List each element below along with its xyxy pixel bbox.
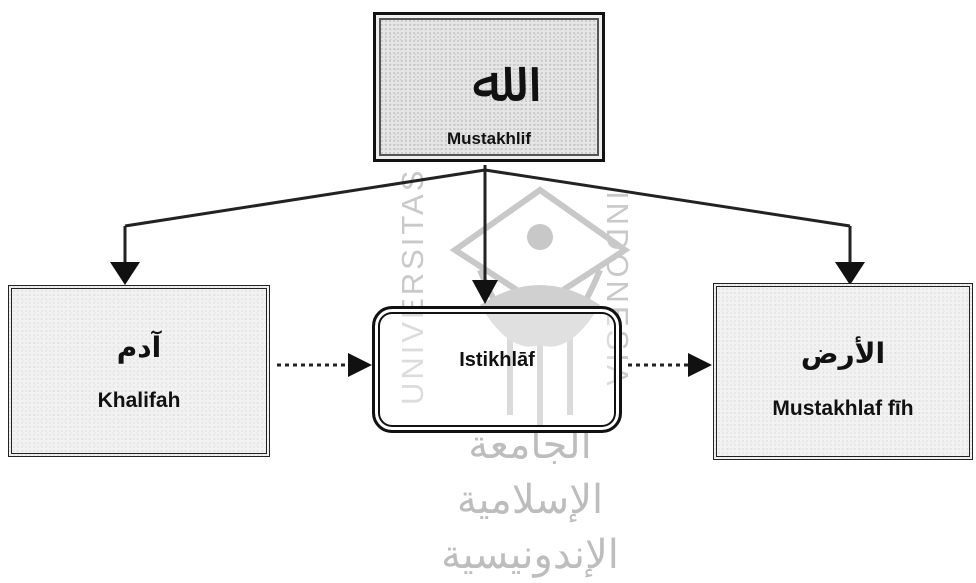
al-ard-arabic-label: الأرض bbox=[800, 337, 886, 370]
mustakhlif-label: Mustakhlif bbox=[446, 129, 532, 148]
diagram-canvas: UNIVERSITAS INDONESIA الجامعة الإسلامية … bbox=[8, 12, 973, 578]
arrowhead-center bbox=[472, 280, 498, 304]
watermark-right-text: INDONESIA bbox=[600, 191, 635, 389]
mustakhlaf-fih-label: Mustakhlaf fīh bbox=[772, 397, 914, 420]
arrowhead-left bbox=[110, 262, 140, 285]
connector-top-to-right bbox=[484, 168, 851, 228]
connector-top-to-left bbox=[124, 168, 486, 228]
istikhlaf-box: Istikhlāf bbox=[372, 306, 622, 433]
arrowhead-right bbox=[835, 262, 865, 285]
connector-lines bbox=[110, 165, 865, 377]
arrowhead-dotted-right bbox=[688, 353, 712, 377]
university-emblem-watermark bbox=[449, 186, 631, 425]
khalifah-label: Khalifah bbox=[97, 389, 181, 412]
khalifah-box: آدم Khalifah bbox=[8, 285, 270, 457]
arrowhead-dotted-left bbox=[348, 353, 372, 377]
adam-arabic-label: آدم bbox=[116, 331, 162, 364]
allah-calligraphy: ﷲ bbox=[472, 47, 506, 115]
mustakhlif-box: ﷲ Mustakhlif bbox=[373, 12, 605, 162]
istikhlaf-label: Istikhlāf bbox=[459, 349, 535, 371]
mustakhlaf-fih-box: الأرض Mustakhlaf fīh bbox=[713, 283, 973, 460]
